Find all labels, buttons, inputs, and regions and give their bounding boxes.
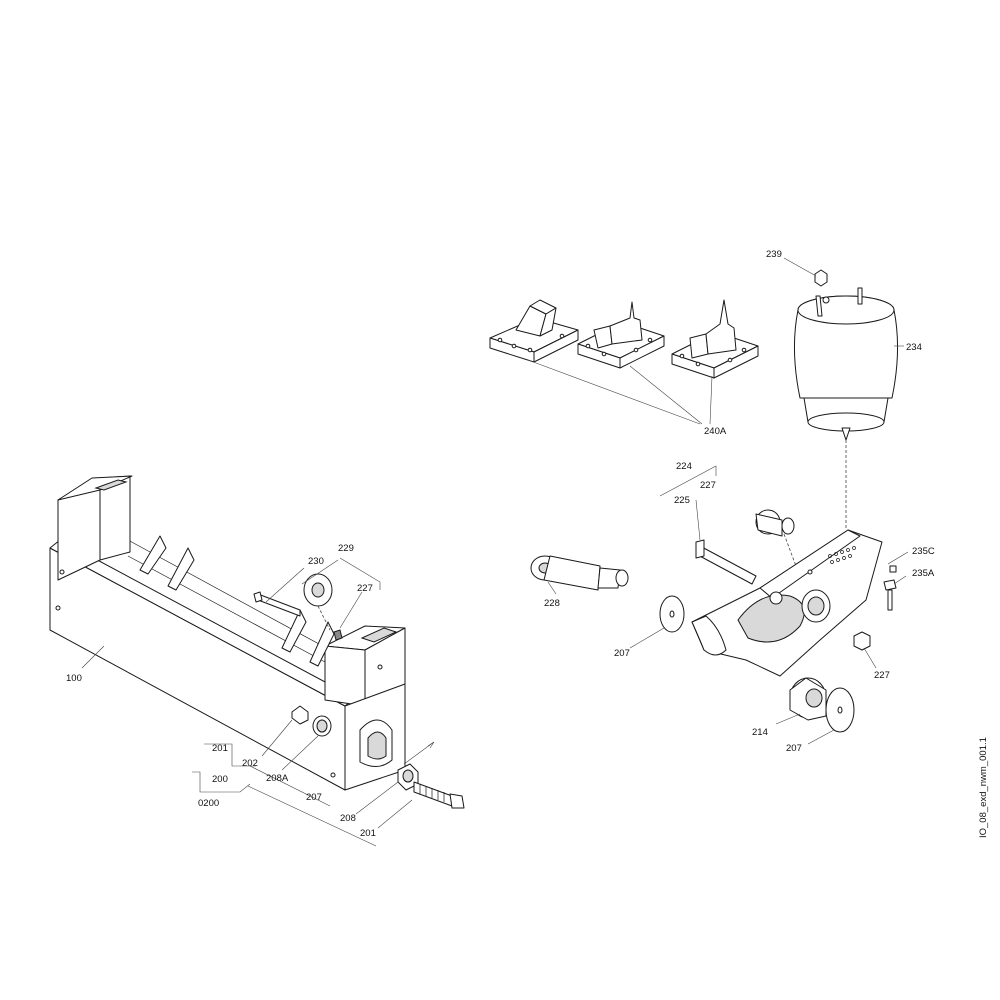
washer-nut-set [291,705,465,809]
label-208: 208 [340,813,356,824]
label-240A: 240A [704,426,727,437]
leaders-right [547,257,909,745]
label-201-bottom: 201 [360,828,376,839]
label-100: 100 [66,673,82,684]
trailing-arm [691,529,883,677]
callout-labels: 100 201 200 0200 202 208A 207 208 201 22… [66,249,989,839]
label-227-right: 227 [874,670,890,681]
label-207-right: 207 [786,743,802,754]
label-214: 214 [752,727,768,738]
label-234: 234 [906,342,922,353]
label-224: 224 [676,461,692,472]
label-202: 202 [242,758,258,769]
label-235C: 235C [912,546,935,557]
air-spring-234 [793,269,899,530]
label-208A: 208A [266,773,289,784]
label-225: 225 [674,495,690,506]
label-207-mid: 207 [614,648,630,659]
label-235A: 235A [912,568,935,579]
shock-absorber-228 [530,555,629,591]
frame-100 [49,475,406,791]
label-229: 229 [338,543,354,554]
brackets-240A [489,299,759,425]
label-239: 239 [766,249,782,260]
small-parts-right [659,565,897,733]
bush-bolt-224 [695,509,797,585]
label-201-top: 201 [212,743,228,754]
drawing-code: IO_08_exd_nwm_001.1 [978,737,989,838]
label-227-left: 227 [357,583,373,594]
label-227-mid: 227 [700,480,716,491]
label-230: 230 [308,556,324,567]
bush-assembly-229 [253,573,343,641]
label-200: 200 [212,774,228,785]
label-0200: 0200 [198,798,219,809]
label-228: 228 [544,598,560,609]
leaders-left [81,557,413,847]
label-207-left: 207 [306,792,322,803]
